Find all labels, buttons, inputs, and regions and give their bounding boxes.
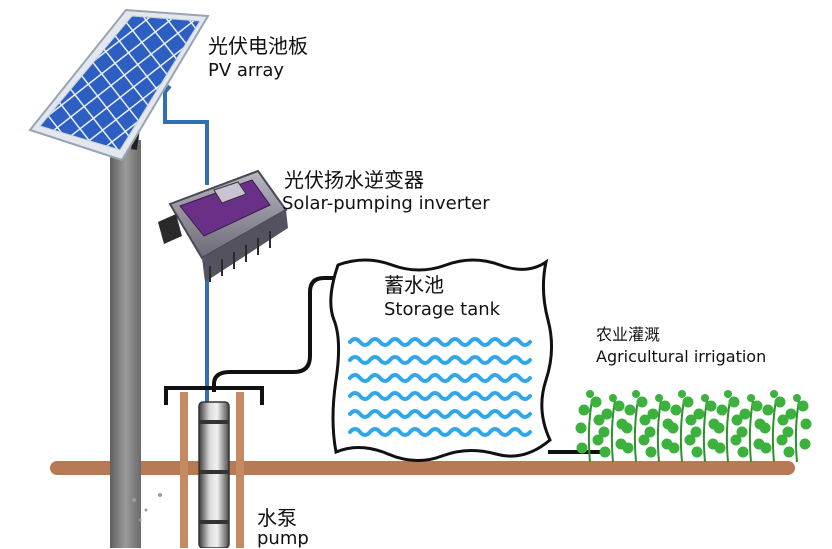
- crop-plant: [667, 390, 697, 463]
- crop-plant: [690, 394, 720, 463]
- water-wave: [348, 391, 532, 401]
- crop-plant: [598, 394, 628, 463]
- ground-sparkles: [132, 493, 162, 522]
- tank-label-zh: 蓄水池: [384, 273, 444, 297]
- pump-label-zh: 水泵: [257, 506, 297, 530]
- irrigation-label-zh: 农业灌溉: [596, 325, 661, 344]
- crop-plant: [575, 390, 605, 463]
- tank-water-waves: [348, 337, 532, 437]
- crop-plant: [713, 390, 743, 463]
- crop-plant: [782, 394, 812, 463]
- discharge-pipe: [212, 276, 352, 392]
- crop-plant: [621, 390, 651, 463]
- water-wave: [348, 355, 532, 365]
- pv-array-panel: [28, 8, 210, 162]
- pv-array-label-zh: 光伏电池板: [208, 34, 308, 58]
- mounting-pole: [110, 140, 141, 548]
- water-wave: [348, 337, 532, 347]
- submersible-pump: [198, 401, 230, 548]
- pv-array-label-en: PV array: [208, 60, 285, 81]
- inverter-label-en: Solar-pumping inverter: [282, 193, 490, 214]
- irrigation-label-en: Agricultural irrigation: [596, 347, 767, 366]
- ground-line: [50, 461, 795, 475]
- irrigation-crops: [575, 390, 812, 463]
- solar-pumping-inverter-unit: [158, 169, 288, 282]
- inverter-label-zh: 光伏扬水逆变器: [284, 168, 424, 192]
- panel-cable: [163, 84, 209, 185]
- water-wave: [348, 409, 532, 419]
- water-wave: [348, 427, 532, 437]
- crop-plant: [644, 394, 674, 463]
- crop-plant: [759, 390, 789, 463]
- tank-label-en: Storage tank: [384, 299, 501, 320]
- pump-label-en: pump: [257, 528, 309, 549]
- water-wave: [348, 373, 532, 383]
